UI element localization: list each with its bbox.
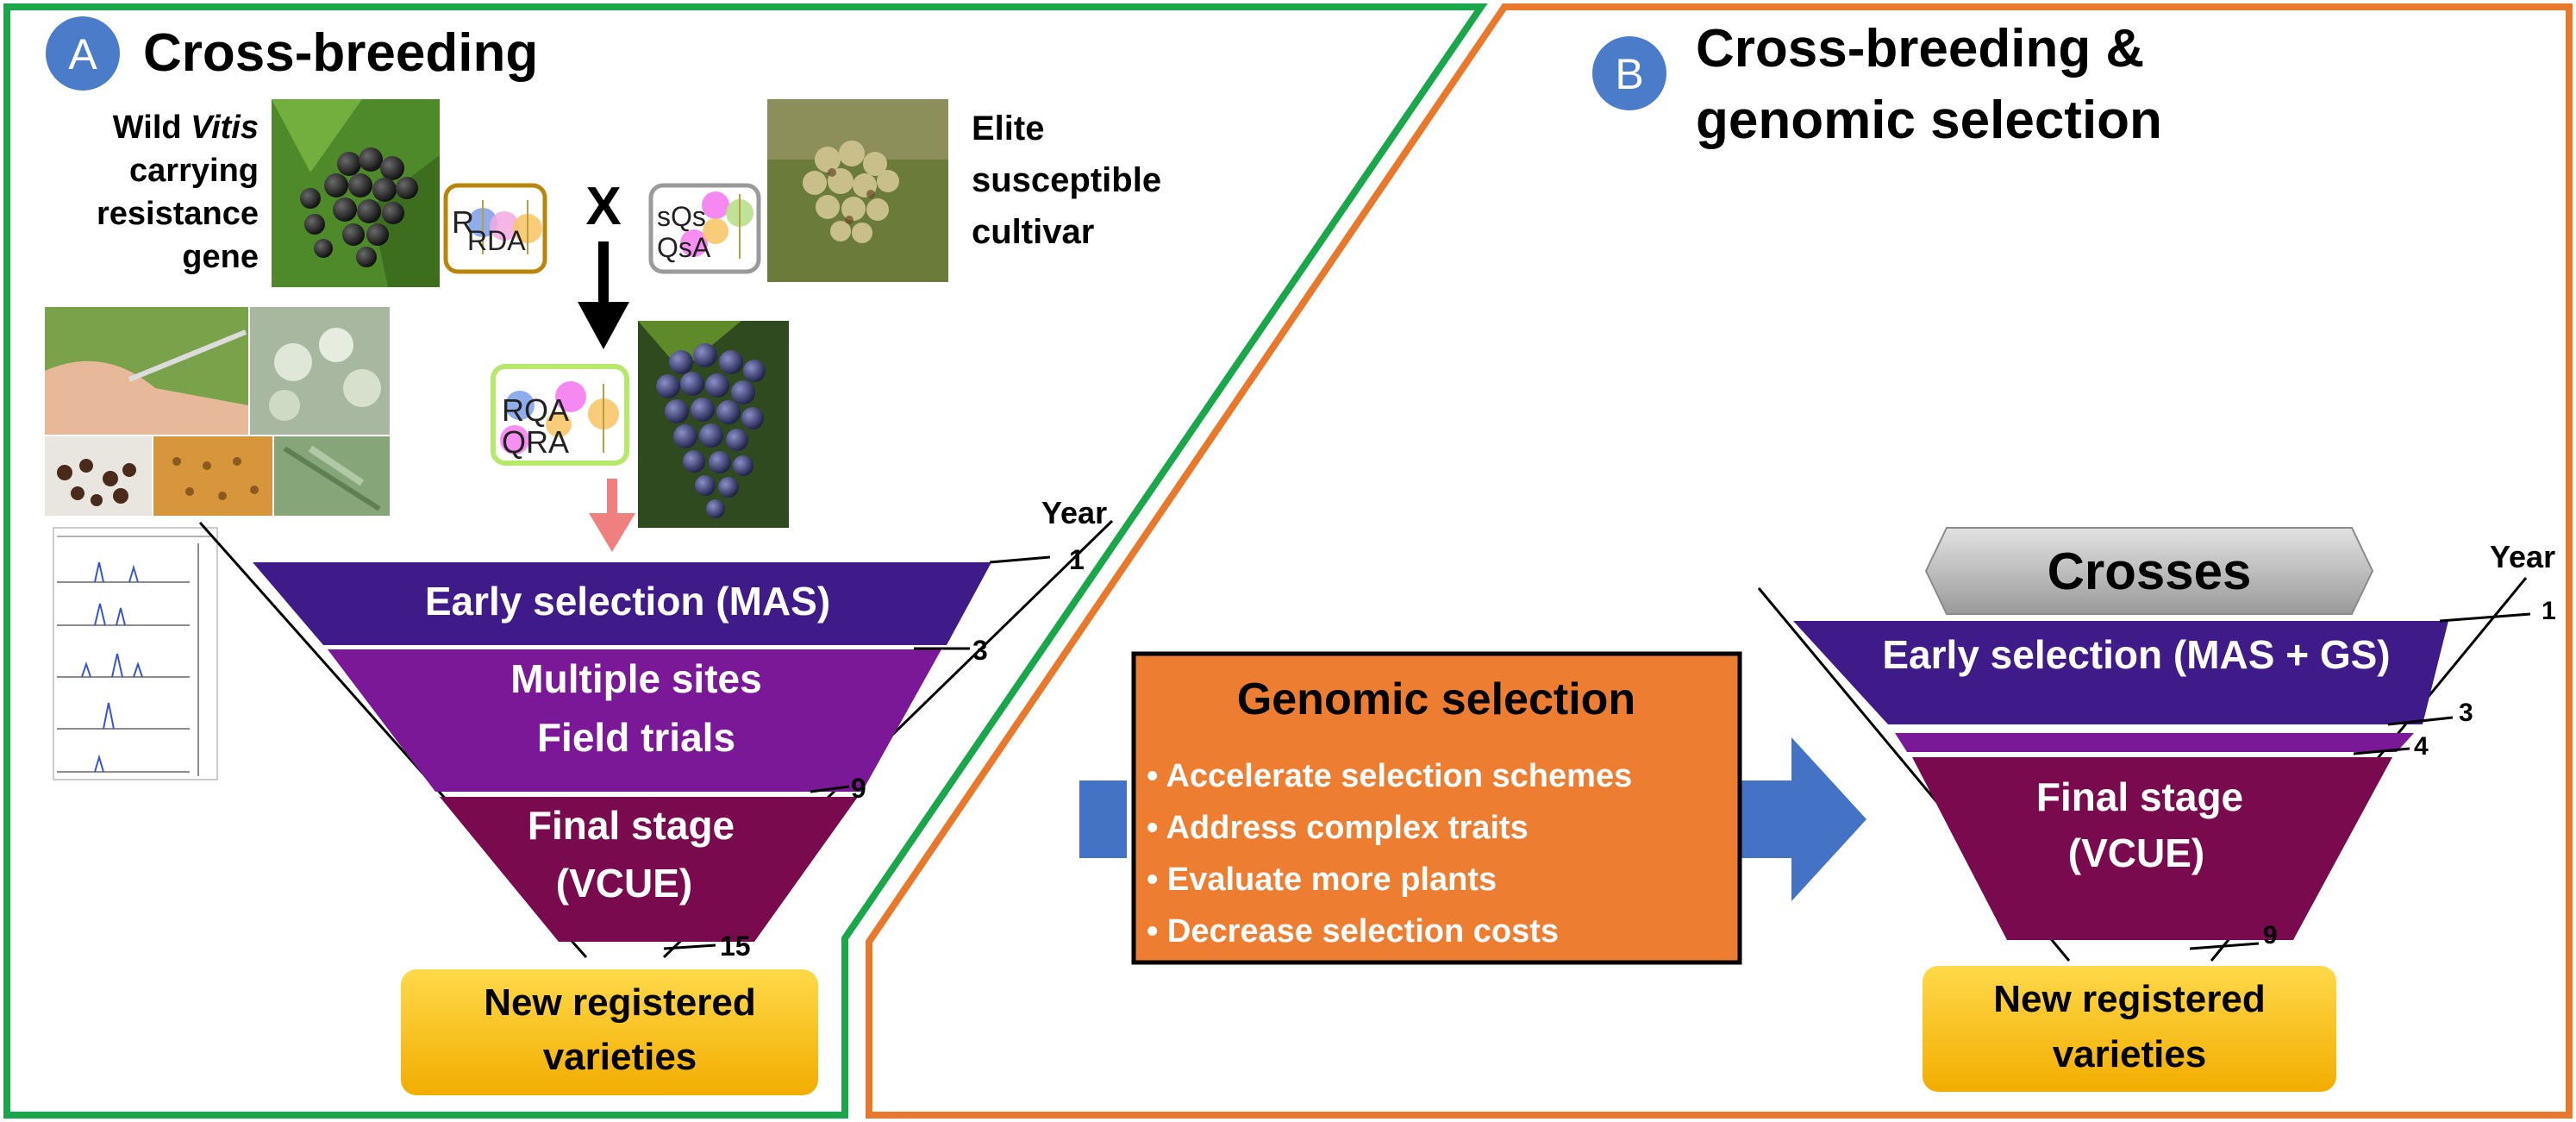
stage-b-field (1895, 733, 2414, 752)
crosses-label: Crosses (2048, 542, 2252, 600)
stage-a-final-label-2: (VCUE) (556, 861, 692, 906)
panel-b-title-line1: Cross-breeding & (1696, 19, 2144, 78)
elite-label-line3: cultivar (972, 213, 1094, 251)
year-b-9: 9 (2263, 921, 2278, 950)
year-b-3: 3 (2459, 699, 2473, 727)
offspring-grape-photo (638, 321, 789, 528)
lab-photos-collage (45, 307, 390, 516)
panel-a-badge-letter: A (68, 30, 97, 78)
panel-b-badge (1592, 36, 1666, 110)
cross-down-arrow (578, 241, 629, 349)
blue-flow-arrow (1079, 737, 1866, 901)
panel-b-badge-letter: B (1615, 50, 1643, 98)
wild-label-line4: gene (182, 239, 259, 275)
panel-a-title: Cross-breeding (143, 23, 538, 83)
year-a-label: Year (1041, 495, 1107, 530)
stage-a-field (328, 649, 941, 792)
panel-a-border (3, 3, 1488, 1119)
offspring-genotype-top: RQA (502, 392, 569, 428)
wild-label-word: Wild (113, 110, 191, 146)
panel-b-title-line2: genomic selection (1696, 91, 2162, 150)
elite-cultivar-photo (767, 99, 948, 282)
elite-label: Elite susceptible cultivar (972, 110, 1161, 251)
gs-bullet-2: • Address complex traits (1147, 810, 1529, 846)
stage-b-final-label-2: (VCUE) (2068, 831, 2204, 875)
elite-genotype-box: sQs QsA (648, 183, 761, 274)
year-b-4: 4 (2414, 732, 2429, 761)
crosses-banner: Crosses (1924, 527, 2374, 615)
panel-b-result-box: New registered varieties (1923, 966, 2336, 1092)
gs-bullet-4: • Decrease selection costs (1147, 913, 1559, 950)
wild-genotype-box: R RDA (443, 183, 547, 274)
elite-genotype-top: sQs (657, 201, 706, 232)
pink-down-arrow (589, 479, 635, 552)
stage-b-final-label-1: Final stage (2036, 774, 2243, 819)
year-a-9: 9 (851, 773, 866, 804)
wild-genotype-top: R (452, 204, 474, 240)
marker-chromatogram-thumbnail (53, 527, 218, 780)
gs-bullet-3: • Evaluate more plants (1147, 862, 1497, 898)
panel-a-badge (46, 16, 120, 91)
elite-label-line1: Elite (972, 110, 1044, 147)
stage-a-field-label-1: Multiple sites (510, 656, 761, 701)
wild-label-line2: carrying (129, 153, 259, 189)
result-b-line2: varieties (2053, 1033, 2207, 1075)
wild-genotype-bottom: RDA (467, 225, 526, 256)
stage-a-field-label-2: Field trials (537, 715, 735, 760)
elite-genotype-bottom: QsA (657, 232, 711, 263)
result-b-line1: New registered (1993, 978, 2265, 1020)
panel-a-funnel: Early selection (MAS) Multiple sites Fie… (198, 495, 1114, 962)
elite-label-line2: susceptible (972, 161, 1161, 199)
result-a-line2: varieties (543, 1036, 697, 1078)
offspring-genotype-box: RQA QRA (491, 364, 629, 466)
year-b-label: Year (2490, 539, 2555, 574)
wild-grape-photo (272, 99, 440, 287)
result-a-line1: New registered (484, 981, 755, 1024)
offspring-genotype-bottom: QRA (502, 424, 569, 460)
wild-vitis-label: Wild Vitis carrying resistance gene (97, 110, 259, 275)
cross-symbol: X (585, 177, 621, 236)
stage-a-final (440, 797, 858, 942)
svg-text:Wild Vitis: Wild Vitis (113, 110, 259, 146)
stage-a-final-label-1: Final stage (528, 803, 735, 848)
stage-b-final (1912, 757, 2392, 940)
wild-label-line3: resistance (97, 196, 259, 232)
stage-b-early (1793, 621, 2448, 724)
panel-a-result-box: New registered varieties (401, 969, 818, 1095)
year-a-3: 3 (972, 635, 988, 666)
wild-label-italic: Vitis (191, 110, 259, 146)
gs-bullet-1: • Accelerate selection schemes (1147, 758, 1632, 794)
stage-a-early (253, 562, 991, 645)
panel-b-border (866, 3, 2573, 1119)
gs-box-title: Genomic selection (1237, 674, 1635, 724)
genomic-selection-box: Genomic selection • Accelerate selection… (1131, 651, 1742, 965)
year-a-1: 1 (1069, 544, 1085, 575)
stage-a-early-label: Early selection (MAS) (425, 579, 830, 624)
year-a-15: 15 (720, 931, 751, 962)
panel-b-funnel: Early selection (MAS + GS) Final stage (… (1757, 539, 2556, 962)
stage-b-early-label: Early selection (MAS + GS) (1882, 632, 2390, 677)
year-b-1: 1 (2542, 597, 2556, 625)
